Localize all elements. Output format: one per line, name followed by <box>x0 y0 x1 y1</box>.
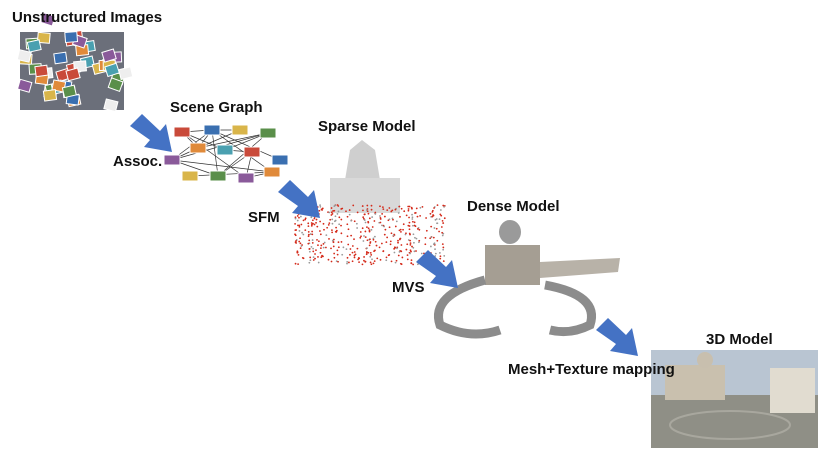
scene-graph-image <box>163 124 289 184</box>
dense-model-image <box>434 220 620 339</box>
assoc-label: Assoc. <box>113 153 163 170</box>
arrow-sfm <box>278 180 320 218</box>
arrow-assoc <box>130 114 172 152</box>
photo-collage-image <box>16 12 134 113</box>
arrow-mesh <box>596 318 638 356</box>
scene-graph-label: Scene Graph <box>170 99 263 116</box>
sparse-model-label: Sparse Model <box>318 118 416 135</box>
unstructured-images-label: Unstructured Images <box>12 9 163 26</box>
3d-model-image <box>651 350 818 448</box>
mesh-texture-label: Mesh+Texture mapping <box>508 361 675 378</box>
sfm-label: SFM <box>248 209 280 226</box>
dense-model-label: Dense Model <box>467 198 560 215</box>
arrow-mvs <box>416 250 458 288</box>
3d-model-label: 3D Model <box>706 331 773 348</box>
sparse-model-image <box>294 140 446 266</box>
mvs-label: MVS <box>392 279 425 296</box>
